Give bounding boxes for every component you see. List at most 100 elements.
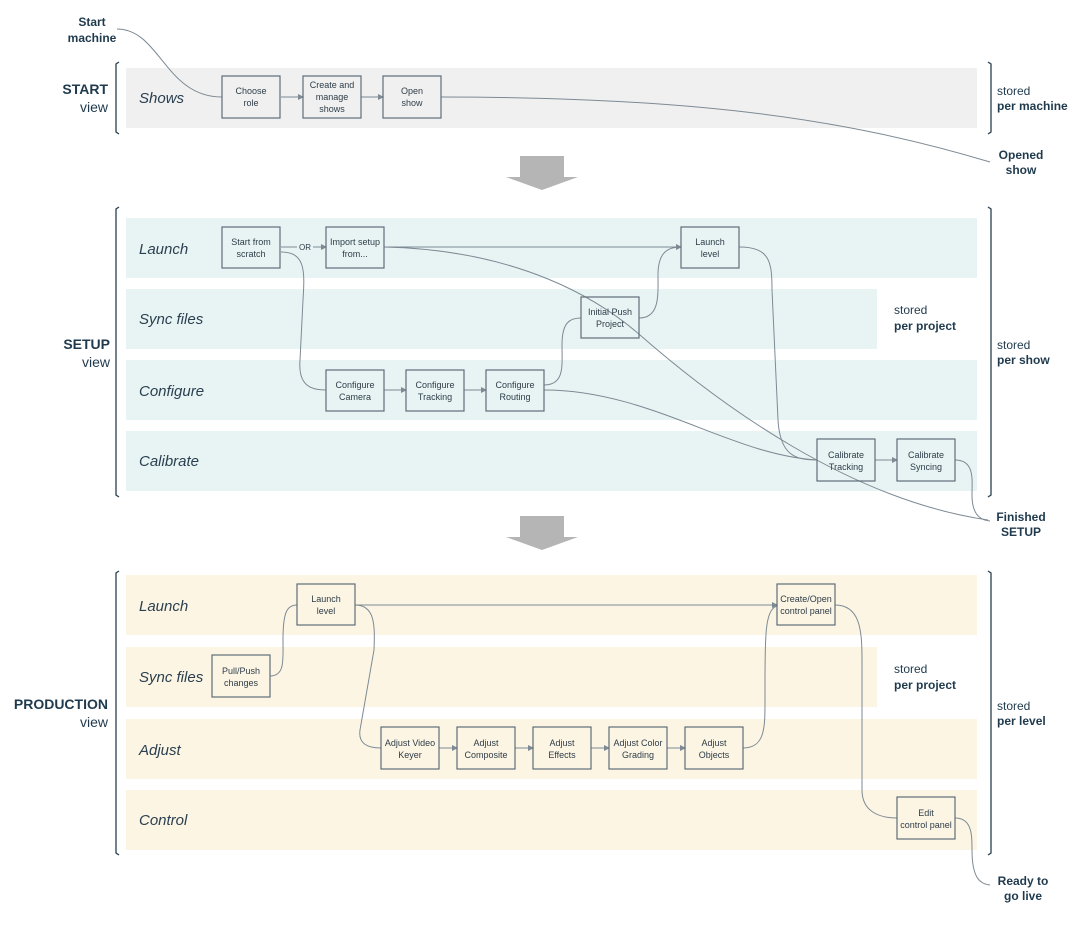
box-text-line: Keyer [398, 750, 422, 760]
lane-label-prod-sync: Sync files [139, 669, 204, 686]
storage-setup-project-line2: per project [894, 319, 956, 333]
box-adjust-objects[interactable]: Adjust Objects [684, 726, 744, 770]
box-adjust-color-grading[interactable]: Adjust Color Grading [608, 726, 668, 770]
box-adjust-effects[interactable]: Adjust Effects [532, 726, 592, 770]
box-text-line: control panel [780, 606, 832, 616]
box-text-line: Create/Open [780, 594, 832, 604]
lane-label-shows: Shows [139, 90, 185, 107]
box-calibrate-syncing[interactable]: Calibrate Syncing [896, 438, 956, 482]
box-text-line: Routing [499, 392, 530, 402]
storage-show-line1: stored [997, 338, 1030, 352]
box-text-line: Adjust [549, 738, 575, 748]
box-text-line: manage [316, 92, 349, 102]
box-text-line: changes [224, 678, 259, 688]
flow-routing-to-calibrate [543, 389, 818, 461]
flow-launch-level-to-calibrate [738, 246, 818, 461]
box-text-line: show [401, 98, 423, 108]
box-text-line: Grading [622, 750, 654, 760]
box-text-line: Launch [695, 237, 725, 247]
box-text-line: control panel [900, 820, 952, 830]
box-text-line: Launch [311, 594, 341, 604]
bracket-start-left [115, 61, 120, 135]
section-sublabel-production: view [80, 714, 109, 730]
storage-production-project-line1: stored [894, 662, 927, 676]
box-text-line: Adjust [701, 738, 727, 748]
flow-routing-to-initial-push [543, 317, 582, 386]
bracket-production-right [987, 570, 992, 856]
box-pull-push-changes[interactable]: Pull/Push changes [211, 654, 271, 698]
lane-label-prod-adjust: Adjust [138, 742, 182, 759]
box-text-line: Objects [699, 750, 730, 760]
lane-label-prod-control: Control [139, 812, 188, 829]
box-text-line: Configure [415, 380, 454, 390]
transition-arrow-start-setup [506, 156, 578, 190]
lane-label-setup-launch: Launch [139, 241, 188, 258]
storage-machine-line2: per machine [997, 99, 1068, 113]
box-adjust-video-keyer[interactable]: Adjust Video Keyer [380, 726, 440, 770]
flow-pull-push-to-launch-level [269, 604, 298, 677]
box-text-line: Configure [335, 380, 374, 390]
bracket-setup-left [115, 206, 120, 498]
storage-production-project-line2: per project [894, 678, 956, 692]
storage-level-line2: per level [997, 714, 1046, 728]
flow-control-panel-to-edit-panel [834, 604, 898, 819]
box-initial-push-project[interactable]: Initial Push Project [580, 296, 640, 339]
flow-launch-level-to-video-keyer [354, 604, 382, 749]
box-text-line: shows [319, 104, 345, 114]
box-text-line: Choose [235, 86, 266, 96]
box-text-line: Effects [548, 750, 576, 760]
transition-arrow-setup-production [506, 516, 578, 550]
lane-label-setup-calibrate: Calibrate [139, 453, 199, 470]
lane-label-setup-sync: Sync files [139, 311, 204, 328]
box-text-line: Adjust [473, 738, 499, 748]
box-create-manage-shows[interactable]: Create and manage shows [302, 75, 362, 119]
box-text-line: from... [342, 249, 368, 259]
box-choose-role[interactable]: Choose role [221, 75, 281, 119]
endpoint-finished-line1: Finished [996, 510, 1045, 524]
box-text-line: Import setup [330, 237, 380, 247]
box-text-line: Camera [339, 392, 371, 402]
box-text-line: Tracking [418, 392, 452, 402]
section-sublabel-setup: view [82, 354, 111, 370]
box-start-from-scratch[interactable]: Start from scratch [221, 226, 281, 269]
lane-label-prod-launch: Launch [139, 598, 188, 615]
box-open-show[interactable]: Open show [382, 75, 442, 119]
box-text-line: Syncing [910, 462, 942, 472]
box-text-line: scratch [236, 249, 265, 259]
box-create-open-control-panel[interactable]: Create/Open control panel [776, 583, 836, 626]
endpoint-ready-line2: go live [1004, 889, 1042, 903]
flow-open-show-to-opened [440, 96, 991, 163]
box-text-line: Adjust Video [385, 738, 435, 748]
flow-edit-panel-to-ready [954, 817, 991, 886]
storage-level-line1: stored [997, 699, 1030, 713]
flow-objects-to-control-panel [742, 605, 778, 749]
box-configure-routing[interactable]: Configure Routing [485, 369, 545, 412]
box-adjust-composite[interactable]: Adjust Composite [456, 726, 516, 770]
box-launch-level-production[interactable]: Launch level [296, 583, 356, 626]
box-import-setup[interactable]: Import setup from... [325, 226, 385, 269]
box-configure-camera[interactable]: Configure Camera [325, 369, 385, 412]
box-edit-control-panel[interactable]: Edit control panel [896, 796, 956, 840]
box-text-line: Composite [464, 750, 507, 760]
endpoint-ready-line1: Ready to [998, 874, 1049, 888]
box-text-line: level [317, 606, 336, 616]
box-calibrate-tracking[interactable]: Calibrate Tracking [816, 438, 876, 482]
or-label: OR [299, 243, 311, 252]
bracket-setup-right [987, 206, 992, 498]
storage-setup-project-line1: stored [894, 303, 927, 317]
box-text-line: Create and [310, 80, 355, 90]
box-text-line: role [243, 98, 258, 108]
flow-import-to-finished [383, 246, 989, 521]
bracket-production-left [115, 570, 120, 856]
storage-show-line2: per show [997, 353, 1050, 367]
storage-machine-line1: stored [997, 84, 1030, 98]
box-configure-tracking[interactable]: Configure Tracking [405, 369, 465, 412]
box-text-line: Calibrate [828, 450, 864, 460]
section-sublabel-start: view [80, 99, 109, 115]
box-text-line: Open [401, 86, 423, 96]
box-launch-level-setup[interactable]: Launch level [680, 226, 740, 269]
box-text-line: Project [596, 319, 625, 329]
flow-start-to-choose-role [116, 28, 223, 98]
box-text-line: Tracking [829, 462, 863, 472]
